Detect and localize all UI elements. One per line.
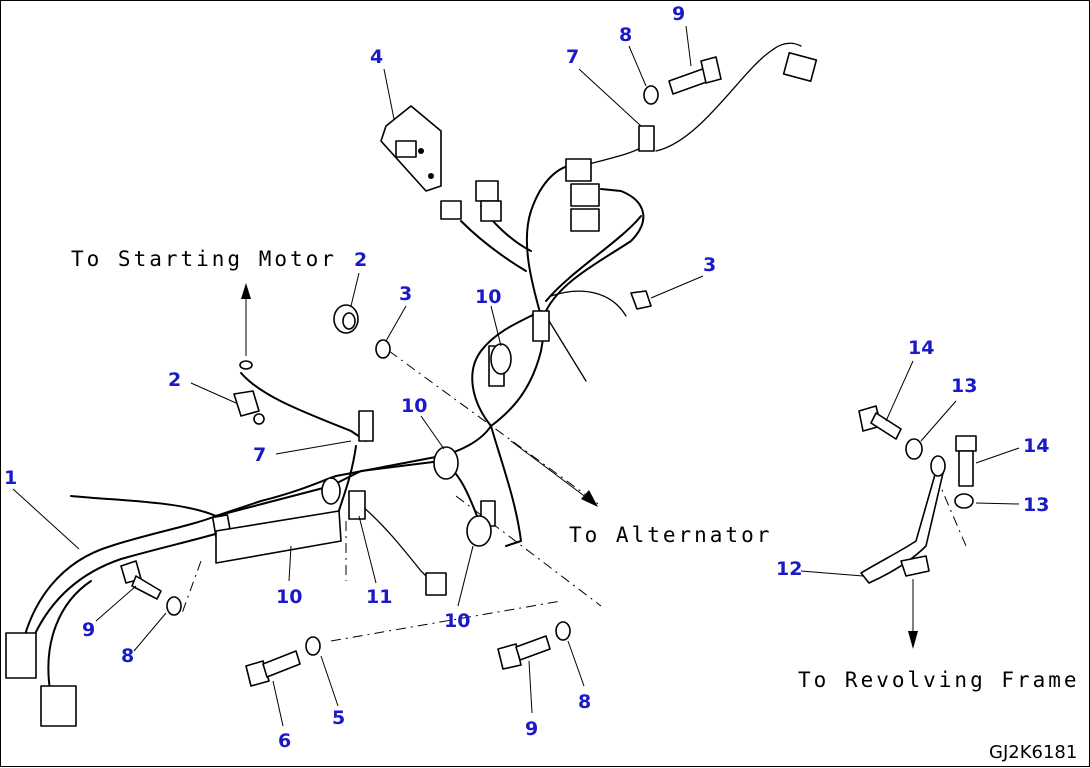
callout-3-right: 3 — [703, 254, 716, 276]
callout-5: 5 — [332, 707, 345, 729]
bolt-9-top — [668, 56, 722, 95]
leader-lines — [12, 25, 1020, 727]
callout-13-bottom: 13 — [1023, 494, 1049, 516]
callout-2-left: 2 — [168, 369, 181, 391]
cap-3-right — [630, 290, 652, 310]
note-alternator: To Alternator — [569, 523, 772, 547]
callout-8-top: 8 — [619, 24, 632, 46]
callout-9-top: 9 — [672, 3, 685, 25]
callout-10-top: 10 — [475, 286, 501, 308]
callout-9-bottom: 9 — [525, 718, 538, 740]
drawing-code: GJ2K6181 — [989, 742, 1077, 763]
cap-3-left — [375, 339, 391, 359]
callout-3-left: 3 — [399, 283, 412, 305]
callout-8-left: 8 — [121, 645, 134, 667]
callout-14-right: 14 — [1023, 435, 1049, 457]
arrow-alternator — [510, 440, 598, 507]
bolt-9-bottom — [497, 635, 551, 670]
bolt-14-right — [955, 435, 977, 487]
callout-7-top: 7 — [566, 46, 579, 68]
callout-7-left: 7 — [253, 444, 266, 466]
callout-2-top: 2 — [354, 249, 367, 271]
connector-a — [5, 632, 37, 679]
washer-8-left — [166, 596, 182, 616]
upper-connectors — [565, 51, 818, 232]
callout-10-sleeve: 10 — [276, 586, 302, 608]
washer-8-top — [643, 85, 659, 105]
center-lines — [180, 350, 967, 642]
callout-1: 1 — [4, 467, 17, 489]
washer-5 — [305, 636, 321, 656]
bolt-14-left — [858, 405, 902, 440]
relay-bracket — [380, 105, 502, 222]
callout-11: 11 — [366, 586, 392, 608]
grommet-2 — [333, 304, 359, 334]
callout-6: 6 — [278, 730, 291, 752]
washer-13-bottom — [954, 493, 974, 509]
note-starting-motor: To Starting Motor — [71, 247, 337, 271]
ground-strap — [860, 455, 946, 584]
connector-b — [40, 685, 77, 727]
washer-13-top — [905, 438, 923, 460]
callout-12: 12 — [776, 558, 802, 580]
callout-10-mid: 10 — [401, 395, 427, 417]
main-wiring-harness — [5, 42, 802, 727]
callout-9-left: 9 — [82, 619, 95, 641]
callout-13-top: 13 — [951, 375, 977, 397]
callout-8-bottom: 8 — [578, 691, 591, 713]
callout-14-top: 14 — [908, 337, 934, 359]
bolt-6 — [245, 650, 301, 687]
note-revolving-frame: To Revolving Frame — [798, 668, 1080, 692]
callout-10-bottom: 10 — [444, 610, 470, 632]
washer-8-bottom — [555, 621, 571, 641]
callout-4: 4 — [370, 46, 383, 68]
bolt-9-left — [120, 560, 162, 600]
arrow-revolving-frame — [908, 579, 918, 649]
callout-labels: 1 2 2 3 3 4 5 6 7 7 8 8 8 9 9 9 10 10 10… — [4, 3, 1049, 752]
arrow-starting-motor — [241, 283, 251, 356]
